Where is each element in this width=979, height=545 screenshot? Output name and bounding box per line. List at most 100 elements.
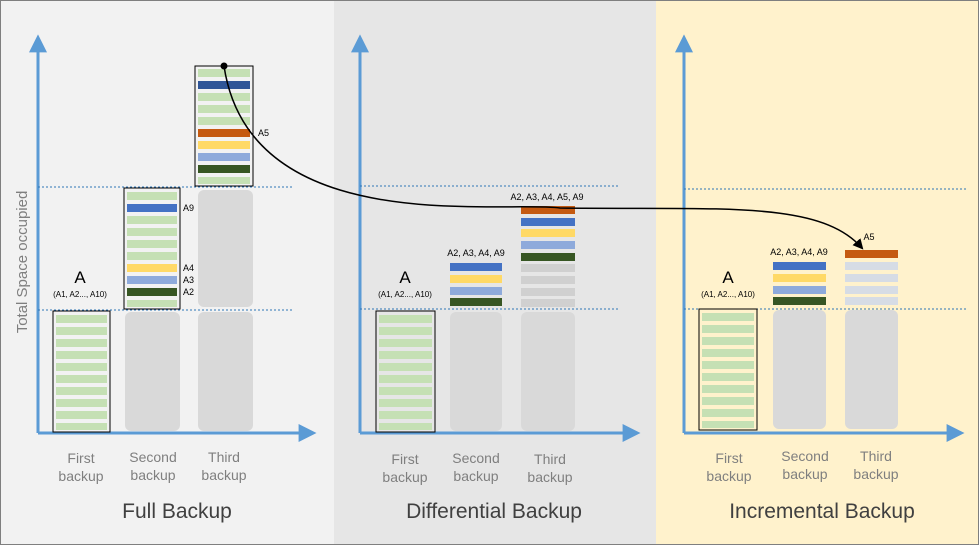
stripe-a4-changed: [127, 264, 177, 272]
stripe: [702, 397, 754, 405]
panel-title-full: Full Backup: [122, 500, 232, 523]
x-label-third-line1: Third: [208, 449, 240, 465]
stripe-a2-changed: [198, 165, 250, 173]
stripe-unchanged: [521, 288, 575, 296]
x-label-third: Third backup: [853, 448, 898, 482]
second-backup-container: [123, 187, 181, 310]
first-backup-stripes: [379, 315, 432, 430]
stripe: [702, 421, 754, 428]
stripe-unchanged: [521, 276, 575, 284]
first-backup-stripes: [56, 315, 107, 430]
stripe-a5: [56, 363, 107, 371]
x-label-second-line1: Second: [781, 448, 828, 464]
stripe: [379, 411, 432, 419]
stripe: [198, 117, 250, 125]
x-label-third-line1: Third: [860, 448, 892, 464]
panel-title-incremental: Incremental Backup: [729, 500, 915, 523]
stripe-a6: [56, 375, 107, 383]
stripe-a9: [56, 411, 107, 419]
panel-full: A (A1, A2..., A10) A9 A4 A3: [29, 34, 317, 523]
stripe: [127, 252, 177, 260]
y-axis-label: Total Space occupied: [14, 191, 31, 334]
third-backup-base-block: [521, 312, 575, 431]
x-label-second-line1: Second: [129, 449, 176, 465]
x-label-second-line2: backup: [782, 466, 827, 482]
a-sub-label: (A1, A2..., A10): [701, 290, 755, 299]
stripe-unchanged: [521, 299, 575, 307]
stripe-a4: [56, 351, 107, 359]
x-label-first-line1: First: [391, 451, 418, 467]
stripe-a2-changed: [127, 288, 177, 296]
stripe: [379, 375, 432, 383]
stripe: [127, 240, 177, 248]
stripe-a2-changed: [773, 297, 826, 305]
stripe-unchanged: [521, 264, 575, 272]
second-backup-base-block: [450, 312, 502, 431]
stripe-a10: [56, 423, 107, 430]
stripe: [198, 93, 250, 101]
second-backup-base-block: [773, 310, 826, 429]
label-second-changes: A2, A3, A4, A9: [770, 247, 828, 257]
stripe-a3-changed: [773, 286, 826, 294]
label-a5: A5: [258, 128, 269, 138]
stripe: [127, 216, 177, 224]
label-second-changes: A2, A3, A4, A9: [447, 248, 505, 258]
stripe-unchanged: [845, 274, 898, 282]
x-label-second-line1: Second: [452, 450, 499, 466]
stripe: [379, 351, 432, 359]
stripe-a9-changed: [521, 218, 575, 226]
stripe-a8: [56, 399, 107, 407]
x-label-second-line2: backup: [453, 468, 498, 484]
stripe-a3-changed: [198, 153, 250, 161]
stripe: [702, 337, 754, 345]
stripe: [702, 373, 754, 381]
stripe: [702, 313, 754, 321]
x-label-third-line1: Third: [534, 451, 566, 467]
stripe-a2: [56, 327, 107, 335]
stripe: [379, 315, 432, 323]
second-backup-base-block: [125, 312, 180, 431]
stripe-a1: [56, 315, 107, 323]
label-a4: A4: [183, 263, 194, 273]
stripe: [198, 177, 250, 184]
label-a3: A3: [183, 275, 194, 285]
panel-full-background: [1, 1, 334, 544]
panel-incremental-background: [656, 1, 978, 544]
x-label-third-line2: backup: [853, 466, 898, 482]
stripe-a3-changed: [450, 287, 502, 295]
stripe-a9-changed: [198, 81, 250, 89]
stripe-unchanged: [845, 286, 898, 294]
x-label-first-line2: backup: [382, 469, 427, 485]
label-a2: A2: [183, 287, 194, 297]
stripe-a4-changed: [773, 274, 826, 282]
stripe-a4-changed: [521, 229, 575, 237]
stripe: [702, 361, 754, 369]
third-backup-base-block: [198, 312, 253, 431]
third-backup-mid-block: [198, 190, 253, 307]
a-sub-label: (A1, A2..., A10): [53, 290, 107, 299]
stripe-a2-changed: [450, 298, 502, 306]
x-label-first-line1: First: [715, 450, 742, 466]
stripe: [127, 192, 177, 200]
panel-title-differential: Differential Backup: [406, 500, 582, 523]
stripe-a5-changed: [845, 250, 898, 258]
stripe-a4-changed: [450, 275, 502, 283]
stripe: [702, 385, 754, 393]
stripe-unchanged: [845, 262, 898, 270]
x-label-second: Second backup: [129, 449, 176, 483]
a-label: A: [722, 268, 734, 287]
connector-arrow: [223, 65, 864, 250]
a-label: A: [399, 268, 411, 287]
stripe-a3-changed: [127, 276, 177, 284]
panel-differential-background: [334, 1, 656, 544]
x-label-second: Second backup: [781, 448, 828, 482]
stripe-a9-changed: [127, 204, 177, 212]
stripe: [702, 325, 754, 333]
stripe: [702, 409, 754, 417]
stripe-a9-changed: [450, 263, 502, 271]
x-label-second-line2: backup: [130, 467, 175, 483]
